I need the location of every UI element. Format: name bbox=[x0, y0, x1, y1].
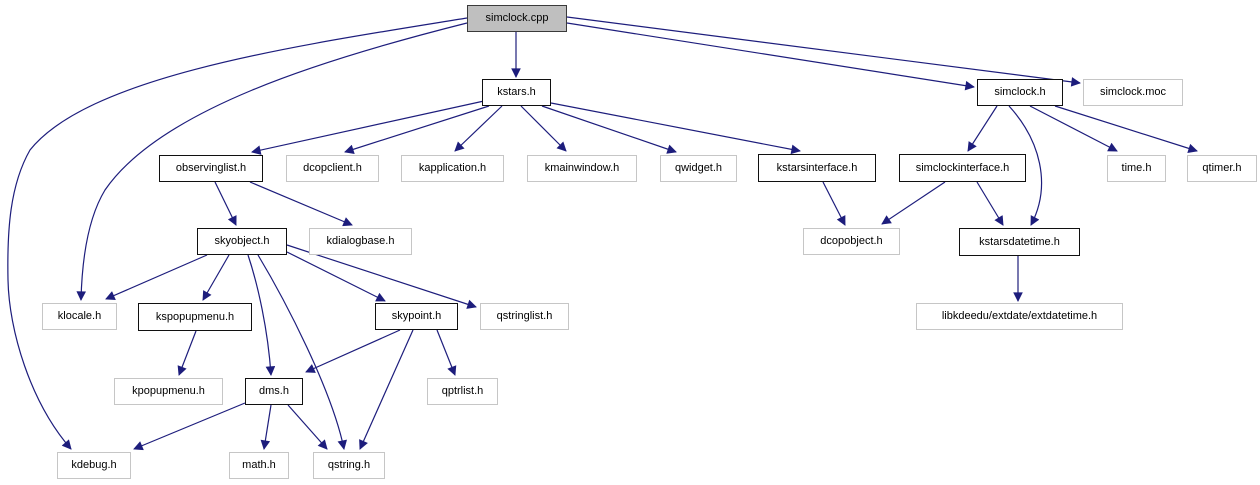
edge-skyobject-h-to-klocale-h bbox=[105, 254, 208, 300]
node-kpopupmenu-h: kpopupmenu.h bbox=[114, 378, 223, 405]
edge-simclock-h-to-time-h bbox=[1029, 105, 1118, 152]
node-simclock-h[interactable]: simclock.h bbox=[977, 79, 1063, 106]
edge-simclock-h-to-qtimer-h bbox=[1054, 105, 1198, 153]
node-observinglist-h[interactable]: observinglist.h bbox=[159, 155, 263, 182]
edge-dms-h-to-qstring-h bbox=[287, 404, 328, 450]
edge-simclock-cpp-to-simclock-h bbox=[566, 22, 975, 91]
edge-simclock-cpp-to-simclock-moc bbox=[566, 16, 1081, 87]
edge-kstars-h-to-kapplication-h bbox=[454, 105, 503, 152]
edge-kstars-h-to-observinglist-h bbox=[251, 100, 485, 155]
node-qwidget-h: qwidget.h bbox=[660, 155, 737, 182]
node-simclock-moc: simclock.moc bbox=[1083, 79, 1183, 106]
node-simclock-cpp: simclock.cpp bbox=[467, 5, 567, 32]
edge-simclock-cpp-to-klocale-h bbox=[76, 22, 468, 301]
edge-kstarsinterface-h-to-dcopobject-h bbox=[822, 181, 846, 226]
node-kspopupmenu-h[interactable]: kspopupmenu.h bbox=[138, 303, 252, 331]
node-simclockinterface-h[interactable]: simclockinterface.h bbox=[899, 154, 1026, 182]
edge-skyobject-h-to-dms-h bbox=[247, 254, 276, 376]
node-dms-h[interactable]: dms.h bbox=[245, 378, 303, 405]
edge-skypoint-h-to-dms-h bbox=[305, 329, 401, 373]
node-kapplication-h: kapplication.h bbox=[401, 155, 504, 182]
node-skypoint-h[interactable]: skypoint.h bbox=[375, 303, 458, 330]
edge-skyobject-h-to-kspopupmenu-h bbox=[202, 254, 230, 301]
edge-observinglist-h-to-kdialogbase-h bbox=[249, 181, 353, 227]
node-time-h: time.h bbox=[1107, 155, 1166, 182]
node-kstars-h[interactable]: kstars.h bbox=[482, 79, 551, 106]
node-qtimer-h: qtimer.h bbox=[1187, 155, 1257, 182]
edge-dms-h-to-kdebug-h bbox=[133, 402, 246, 451]
node-extdatetime-h: libkdeedu/extdate/extdatetime.h bbox=[916, 303, 1123, 330]
edge-simclock-cpp-to-kdebug-h bbox=[7, 17, 468, 450]
node-kdebug-h: kdebug.h bbox=[57, 452, 131, 479]
edge-kspopupmenu-h-to-kpopupmenu-h bbox=[177, 330, 197, 376]
node-qstring-h: qstring.h bbox=[313, 452, 385, 479]
edge-skypoint-h-to-qstring-h bbox=[359, 329, 414, 450]
node-kstarsinterface-h[interactable]: kstarsinterface.h bbox=[758, 154, 876, 182]
node-skyobject-h[interactable]: skyobject.h bbox=[197, 228, 287, 255]
node-dcopobject-h: dcopobject.h bbox=[803, 228, 900, 255]
edge-observinglist-h-to-skyobject-h bbox=[214, 181, 237, 226]
node-qptrlist-h: qptrlist.h bbox=[427, 378, 498, 405]
edge-simclockinterface-h-to-kstarsdatetime-h bbox=[976, 181, 1004, 226]
node-qstringlist-h: qstringlist.h bbox=[480, 303, 569, 330]
node-dcopclient-h: dcopclient.h bbox=[286, 155, 379, 182]
edge-kstars-h-to-kstarsinterface-h bbox=[550, 102, 801, 155]
edge-kstars-h-to-dcopclient-h bbox=[344, 105, 490, 154]
edge-dms-h-to-math-h bbox=[260, 404, 272, 450]
node-kdialogbase-h: kdialogbase.h bbox=[309, 228, 412, 255]
edge-simclockinterface-h-to-dcopobject-h bbox=[881, 181, 946, 225]
edge-kstars-h-to-qwidget-h bbox=[541, 105, 677, 154]
node-kmainwindow-h: kmainwindow.h bbox=[527, 155, 637, 182]
edge-skypoint-h-to-qptrlist-h bbox=[436, 329, 457, 376]
edge-simclock-h-to-kstarsdatetime-h bbox=[1008, 105, 1043, 226]
edge-simclock-h-to-simclockinterface-h bbox=[967, 105, 998, 152]
edge-skyobject-h-to-skypoint-h bbox=[286, 251, 386, 302]
node-klocale-h: klocale.h bbox=[42, 303, 117, 330]
edge-skyobject-h-to-qstring-h bbox=[257, 254, 347, 450]
edge-kstars-h-to-kmainwindow-h bbox=[520, 105, 567, 152]
edge-skyobject-h-to-qstringlist-h bbox=[286, 244, 477, 309]
node-kstarsdatetime-h[interactable]: kstarsdatetime.h bbox=[959, 228, 1080, 256]
node-math-h: math.h bbox=[229, 452, 289, 479]
